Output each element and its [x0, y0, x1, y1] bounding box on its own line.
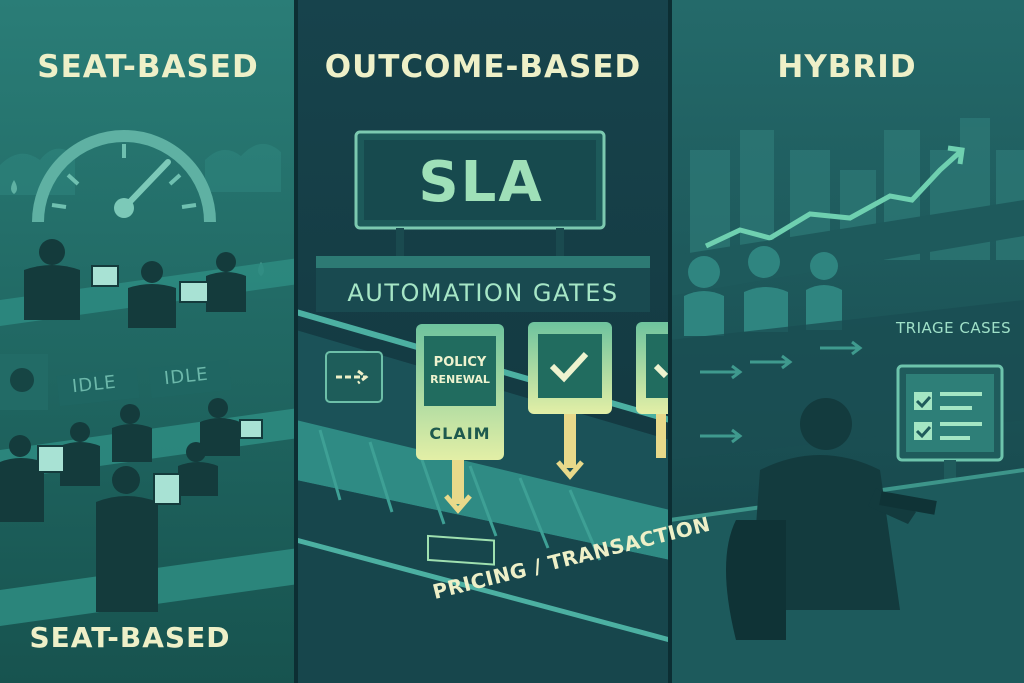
panel-title-hybrid: HYBRID: [777, 49, 917, 85]
card-line-renewal: RENEWAL: [430, 373, 490, 386]
automation-gates-label: AUTOMATION GATES: [347, 279, 619, 307]
panel-hybrid: [669, 0, 1024, 683]
panel-title-outcome-based: OUTCOME-BASED: [324, 49, 642, 85]
monitor-icon: [37, 265, 263, 505]
triage-cases-tag: TRIAGE CASES: [896, 319, 1012, 337]
sla-sign: SLA: [418, 150, 544, 215]
bottom-label-seat-based: SEAT-BASED: [29, 621, 231, 654]
check-icon: [914, 392, 932, 440]
check-icon: [528, 322, 612, 414]
gauge-icon: [32, 130, 216, 223]
monitor-icon: [896, 364, 1004, 496]
trend-arrow-icon: [704, 145, 965, 249]
panel-outcome-based: [295, 0, 676, 683]
arrow-right-icon: [325, 351, 383, 403]
panel-title-seat-based: SEAT-BASED: [37, 49, 259, 85]
card-line-claim: CLAIM: [429, 424, 491, 443]
panel-seat-based: [0, 0, 296, 683]
card-line-policy: POLICY: [433, 355, 487, 370]
down-arrow-icon: [444, 494, 472, 514]
policy-renewal-card: POLICY RENEWAL: [420, 354, 500, 388]
